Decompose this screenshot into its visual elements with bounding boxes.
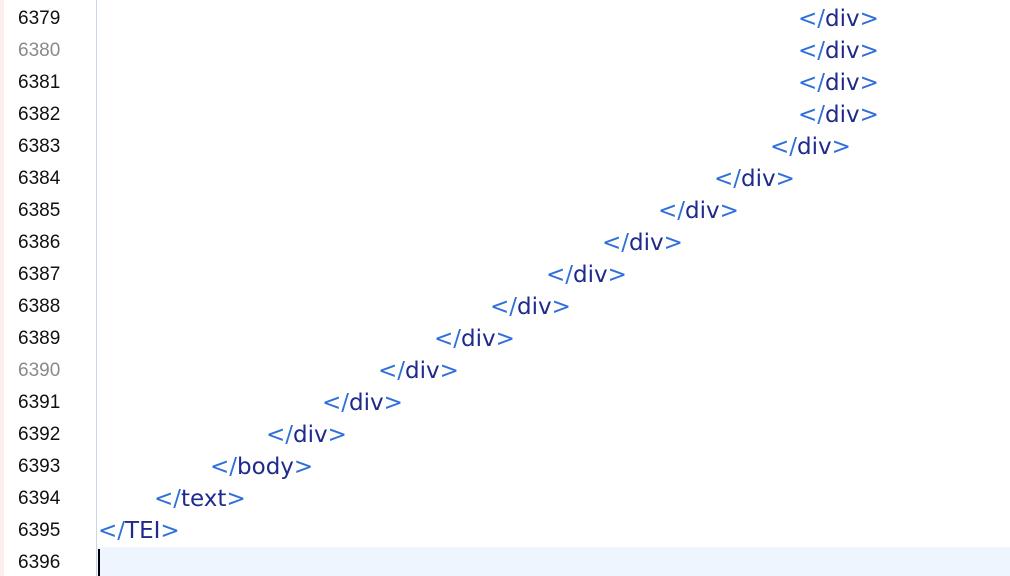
- line-number: 6382: [18, 104, 61, 125]
- tag-name: div: [517, 294, 552, 320]
- code-line[interactable]: </body>: [210, 454, 314, 480]
- tag-name: div: [685, 198, 720, 224]
- line-number: 6379: [18, 8, 61, 29]
- line-number: 6389: [18, 328, 61, 349]
- line-number: 6380: [18, 40, 61, 61]
- code-line[interactable]: </div>: [658, 198, 739, 224]
- code-line[interactable]: </div>: [266, 422, 347, 448]
- line-number: 6390: [18, 360, 61, 381]
- code-line[interactable]: </div>: [714, 166, 795, 192]
- tag-name: div: [461, 326, 496, 352]
- code-line[interactable]: </div>: [770, 134, 851, 160]
- tag-name: div: [293, 422, 328, 448]
- line-number: 6393: [18, 456, 61, 477]
- line-number: 6396: [18, 552, 61, 573]
- code-line[interactable]: </div>: [798, 6, 879, 32]
- current-line-highlight: [97, 547, 1010, 576]
- line-number: 6388: [18, 296, 61, 317]
- code-line[interactable]: </div>: [602, 230, 683, 256]
- tag-name: div: [825, 70, 860, 96]
- line-number: 6386: [18, 232, 61, 253]
- tag-name: div: [825, 6, 860, 32]
- tag-name: div: [741, 166, 776, 192]
- line-number: 6383: [18, 136, 61, 157]
- line-number: 6395: [18, 520, 61, 541]
- gutter-divider: [96, 0, 97, 576]
- text-caret: [98, 549, 100, 576]
- tag-name: body: [237, 454, 294, 480]
- code-line[interactable]: </div>: [322, 390, 403, 416]
- line-number-gutter: 6379 6380 6381 6382 6383 6384 6385 6386 …: [4, 0, 96, 576]
- tag-name: div: [825, 102, 860, 128]
- line-number: 6387: [18, 264, 61, 285]
- line-number: 6394: [18, 488, 61, 509]
- code-line[interactable]: </TEI>: [98, 518, 180, 544]
- line-number: 6385: [18, 200, 61, 221]
- code-line[interactable]: </div>: [798, 38, 879, 64]
- tag-name: div: [825, 38, 860, 64]
- code-line[interactable]: </div>: [378, 358, 459, 384]
- left-margin-strip: [0, 0, 4, 576]
- line-number: 6381: [18, 72, 61, 93]
- line-number: 6384: [18, 168, 61, 189]
- tag-name: TEI: [125, 518, 161, 544]
- code-line[interactable]: </text>: [154, 486, 246, 512]
- tag-name: div: [349, 390, 384, 416]
- code-line[interactable]: </div>: [434, 326, 515, 352]
- code-line[interactable]: </div>: [798, 102, 879, 128]
- code-line[interactable]: </div>: [798, 70, 879, 96]
- tag-name: div: [629, 230, 664, 256]
- code-line[interactable]: </div>: [546, 262, 627, 288]
- line-number: 6392: [18, 424, 61, 445]
- line-number: 6391: [18, 392, 61, 413]
- tag-name: div: [405, 358, 440, 384]
- tag-name: text: [181, 486, 227, 512]
- tag-name: div: [797, 134, 832, 160]
- tag-name: div: [573, 262, 608, 288]
- code-line[interactable]: </div>: [490, 294, 571, 320]
